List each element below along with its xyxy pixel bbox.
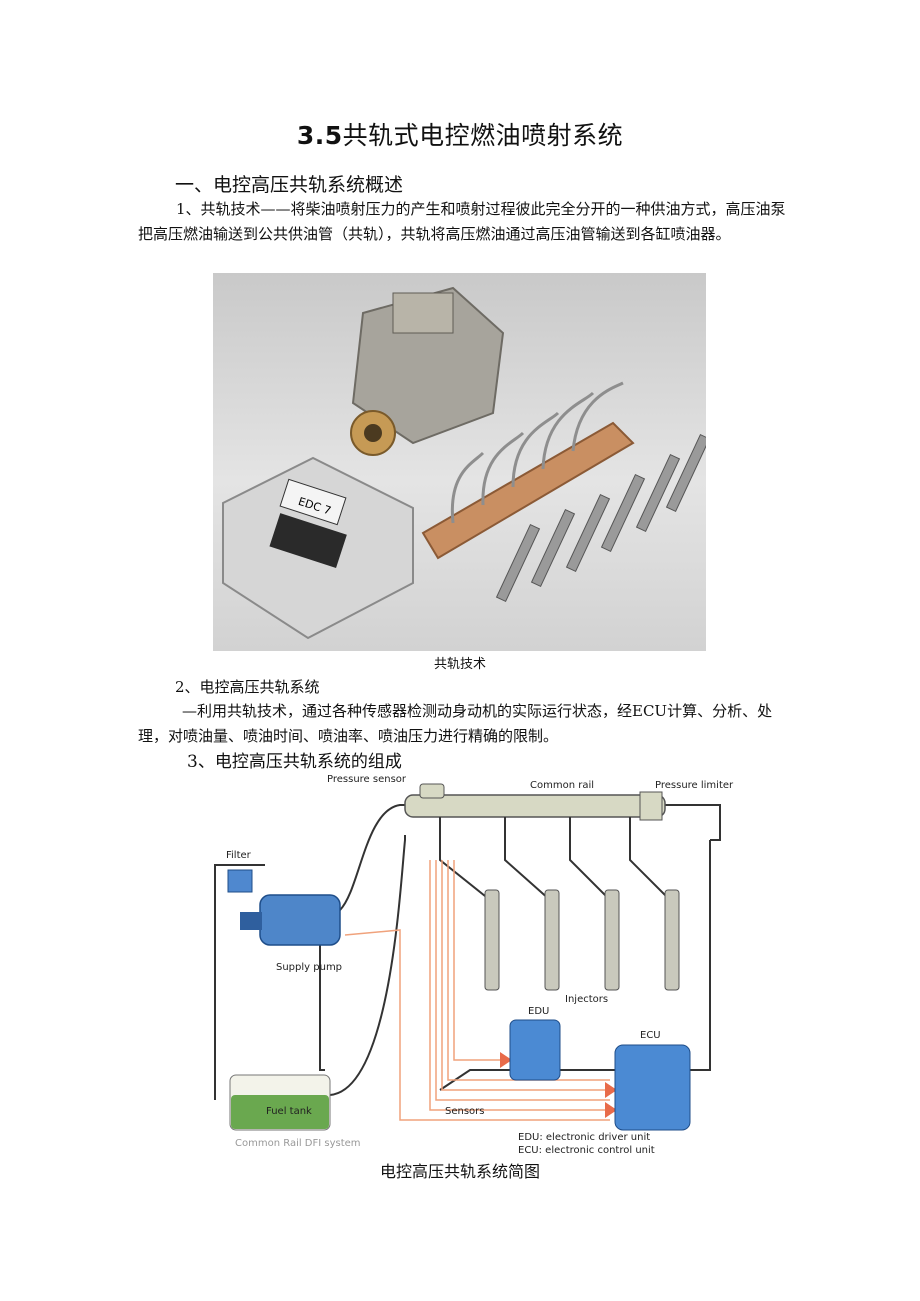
label-fuel-tank: Fuel tank — [266, 1106, 312, 1117]
label-common-rail: Common rail — [530, 780, 594, 791]
common-rail-photo: EDC 7 — [213, 273, 711, 651]
label-ecu: ECU — [640, 1030, 661, 1041]
edu-part — [509, 1019, 561, 1081]
common-rail-part — [404, 783, 666, 821]
label-filter: Filter — [226, 850, 252, 861]
ecu-part — [614, 1044, 691, 1131]
section-heading-composition: 3、电控高压共轨系统的组成 — [187, 752, 402, 772]
page-title: 3.5共轨式电控燃油喷射系统 — [296, 121, 624, 150]
paragraph-system-description: —利用共轨技术，通过各种传感器检测动身动机的实际运行状态，经ECU计算、分析、处… — [138, 702, 773, 745]
injectors-part — [484, 889, 680, 991]
label-sensors: Sensors — [445, 1106, 485, 1117]
sensor-wires — [344, 860, 610, 1121]
pump-illustration — [350, 286, 505, 456]
legend-ecu: ECU: electronic control unit — [518, 1145, 655, 1155]
common-rail-system-diagram: Pressure sensor Common rail Pressure lim… — [200, 770, 745, 1156]
common-rail-components-image: EDC 7 — [222, 286, 711, 640]
label-supply-pump: Supply pump — [276, 962, 342, 973]
label-pressure-sensor: Pressure sensor — [327, 774, 407, 785]
ecu-module-illustration: EDC 7 — [222, 456, 414, 640]
fuel-tank-part — [229, 1074, 331, 1131]
label-injectors: Injectors — [565, 994, 608, 1005]
section-heading-system: 2、电控高压共轨系统 — [175, 678, 320, 696]
label-pressure-limiter: Pressure limiter — [655, 780, 734, 791]
paragraph-common-rail-definition: 1、共轨技术——将柴油喷射压力的产生和喷射过程彼此完全分开的一种供油方式，高压油… — [138, 200, 786, 243]
photo-caption: 共轨技术 — [433, 657, 486, 672]
legend-edu: EDU: electronic driver unit — [518, 1132, 650, 1143]
filter-part — [227, 869, 253, 893]
label-edu: EDU — [528, 1006, 549, 1017]
diagram-caption: 电控高压共轨系统简图 — [379, 1162, 540, 1181]
rail-illustration — [421, 381, 711, 603]
label-system-name: Common Rail DFI system — [235, 1138, 361, 1149]
supply-pump-part — [240, 894, 341, 946]
section-heading-overview: 一、电控高压共轨系统概述 — [175, 174, 404, 196]
